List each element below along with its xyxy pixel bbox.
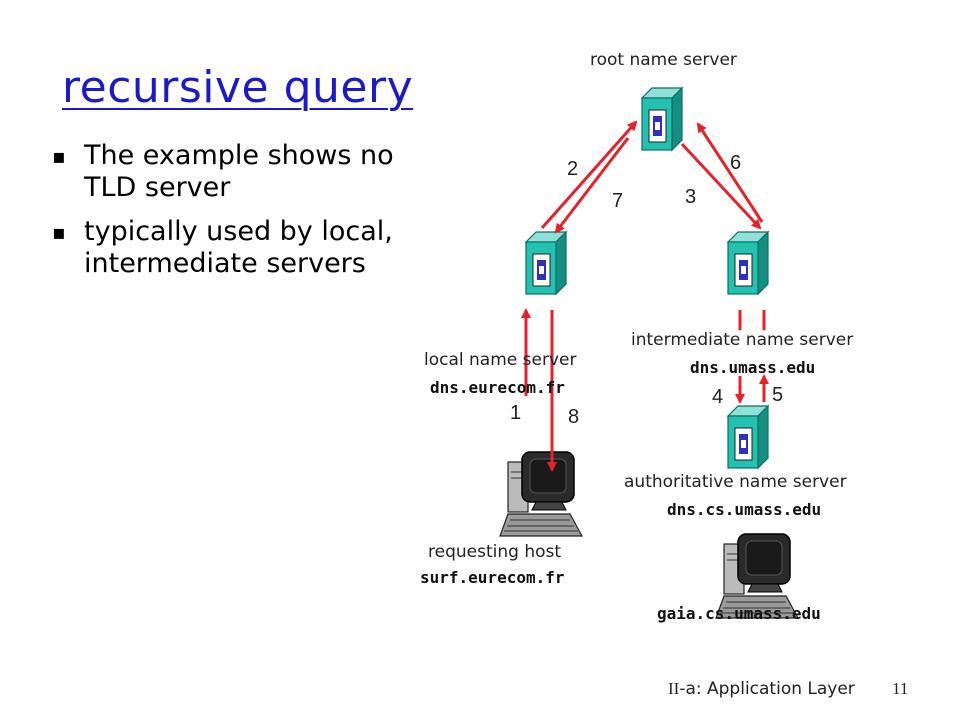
local-server-label: local name server (424, 350, 577, 370)
bullet-item: ▪ typically used by local, intermediate … (48, 216, 428, 280)
bullet-text-cont: intermediate servers (84, 248, 366, 279)
intermediate-server-icon (727, 231, 769, 295)
bullet-item: ▪ The example shows no TLD server (48, 140, 428, 204)
authoritative-server-host: dns.cs.umass.edu (667, 500, 822, 519)
requesting-host-label: requesting host (428, 542, 562, 562)
arrow-2 (540, 120, 638, 229)
arrow-3 (680, 142, 762, 230)
intermediate-server-host: dns.umass.edu (690, 358, 816, 377)
step-6-label: 6 (730, 152, 742, 174)
intermediate-server-label: intermediate name server (631, 330, 854, 350)
requesting-host-name: surf.eurecom.fr (420, 568, 565, 587)
bullet-list: ▪ The example shows no TLD server ▪ typi… (48, 140, 428, 292)
slide-title: recursive query (62, 62, 414, 113)
step-3-label: 3 (685, 186, 697, 208)
footer-prefix: II (668, 679, 680, 698)
authoritative-server-label: authoritative name server (624, 472, 847, 492)
bullet-square-icon: ▪ (52, 220, 66, 244)
bullet-text: The example shows no (84, 140, 394, 171)
step-7-label: 7 (612, 190, 624, 212)
root-server-icon (641, 87, 683, 151)
gaia-host-name: gaia.cs.umass.edu (657, 604, 821, 623)
step-5-label: 5 (772, 384, 784, 406)
requesting-host-computer-icon (499, 451, 583, 537)
footer-chapter-title: -a: Application Layer (679, 679, 855, 699)
bullet-text: typically used by local, (84, 216, 393, 247)
local-server-host: dns.eurecom.fr (430, 378, 565, 397)
footer-chapter: II-a: Application Layer (668, 679, 855, 699)
footer-page-number: 11 (892, 679, 909, 698)
step-4-label: 4 (712, 386, 724, 408)
bullet-text-cont: TLD server (84, 172, 231, 203)
step-1-label: 1 (510, 402, 522, 424)
bullet-square-icon: ▪ (52, 144, 66, 168)
step-8-label: 8 (568, 406, 580, 428)
step-2-label: 2 (567, 158, 579, 180)
root-server-label: root name server (590, 50, 737, 70)
local-server-icon (525, 231, 567, 295)
arrow-6 (696, 122, 764, 223)
arrow-7 (554, 137, 630, 234)
authoritative-server-icon (727, 405, 769, 469)
